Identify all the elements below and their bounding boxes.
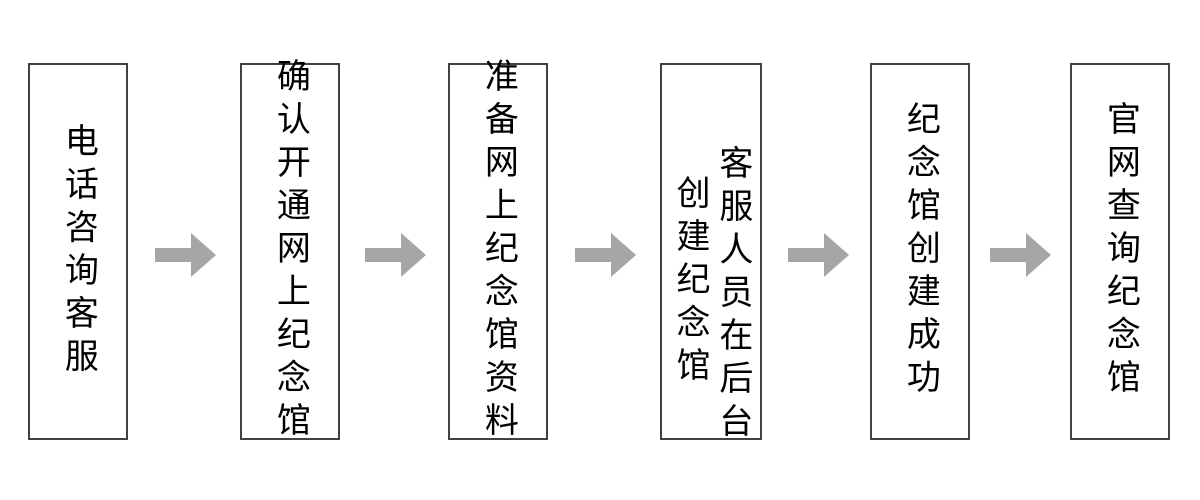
flow-node-5-label: 纪念馆创建成功 [900, 101, 941, 402]
flow-node-1-label: 电话咨询客服 [58, 122, 99, 381]
flow-arrow-3-icon [575, 232, 637, 278]
flow-arrow-4-icon [788, 232, 850, 278]
flow-node-5[interactable]: 纪念馆创建成功 [870, 63, 970, 440]
flow-node-4[interactable]: 客服人员在后台 创建纪念馆 [660, 63, 762, 446]
flow-node-6[interactable]: 官网查询纪念馆 [1070, 63, 1170, 440]
flow-node-1[interactable]: 电话咨询客服 [28, 63, 128, 440]
flow-node-2[interactable]: 确认开通网上纪念馆 [240, 58, 340, 445]
flow-node-4-label-column-2: 创建纪念馆 [670, 175, 710, 390]
flow-node-4-label-column-1: 客服人员在后台 [712, 145, 753, 446]
flow-node-3-label: 准备网上纪念馆资料 [478, 58, 519, 445]
flow-node-3[interactable]: 准备网上纪念馆资料 [448, 58, 548, 445]
flow-arrow-2-icon [365, 232, 427, 278]
flow-node-2-label: 确认开通网上纪念馆 [270, 58, 311, 445]
flow-node-6-label: 官网查询纪念馆 [1100, 101, 1141, 402]
flow-arrow-5-icon [990, 232, 1052, 278]
flow-arrow-1-icon [155, 232, 217, 278]
